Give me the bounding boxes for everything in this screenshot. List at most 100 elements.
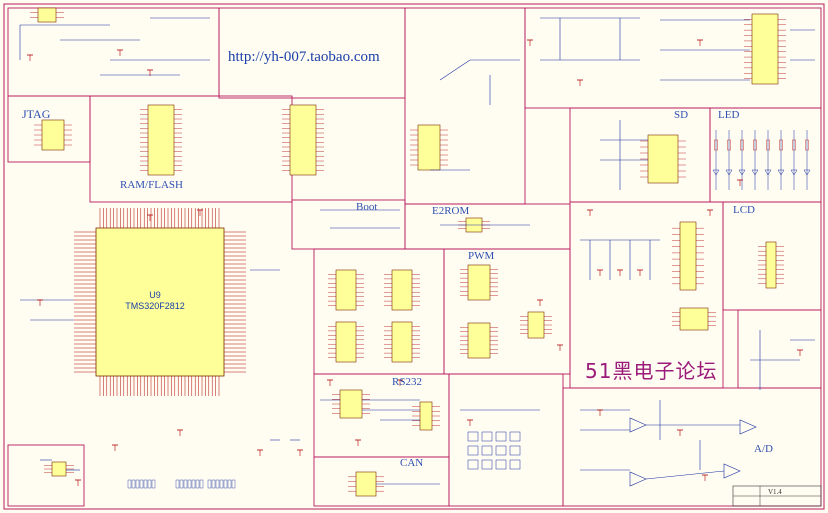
pwm-driver-2 — [467, 322, 491, 359]
section-label-jtag: JTAG — [22, 107, 51, 121]
section-border — [404, 203, 571, 250]
switch-block — [467, 445, 479, 456]
led-resistor — [753, 139, 757, 151]
led-resistor — [805, 139, 809, 151]
led-resistor — [792, 139, 796, 151]
section-border — [313, 248, 445, 375]
led-resistor — [727, 139, 731, 151]
led-symbol — [725, 169, 733, 176]
section-border — [737, 309, 822, 389]
lcd-driver — [679, 307, 709, 331]
section-label-lcd: LCD — [733, 204, 755, 216]
section-border — [404, 7, 526, 205]
pwm-driver-3 — [527, 311, 545, 339]
section-border — [443, 248, 571, 375]
sd-socket — [647, 134, 679, 184]
section-label-led: LED — [718, 109, 740, 121]
led-symbol — [751, 169, 759, 176]
header-pin — [199, 479, 204, 489]
main-chip-part: TMS320F2812 — [125, 301, 185, 311]
header-pin — [219, 479, 224, 489]
header-pin — [179, 479, 184, 489]
led-resistor — [740, 139, 744, 151]
opamp — [629, 417, 647, 433]
header-pin — [207, 479, 212, 489]
switch-block — [495, 445, 507, 456]
header-pin — [231, 479, 236, 489]
switch-block — [481, 459, 493, 470]
sram-chip — [147, 104, 175, 176]
section-label-can: CAN — [400, 457, 424, 469]
jtag-header — [41, 119, 65, 151]
header-pin — [195, 479, 200, 489]
section-border — [313, 456, 450, 507]
sheet-border — [3, 3, 825, 510]
switch-block — [481, 431, 493, 442]
section-label-pwm: PWM — [468, 250, 495, 262]
pwm-buffer-2 — [391, 269, 413, 311]
header-pin — [191, 479, 196, 489]
led-symbol — [803, 169, 811, 176]
header-pin — [147, 479, 152, 489]
led-resistor — [779, 139, 783, 151]
header-pin — [135, 479, 140, 489]
section-border — [291, 199, 406, 250]
top-right-ic — [751, 13, 779, 85]
e2rom-area-chip — [417, 124, 441, 171]
pwm-driver-1 — [467, 264, 491, 301]
header-pin — [215, 479, 220, 489]
section-border — [562, 387, 822, 507]
header-pin — [151, 479, 156, 489]
lcd-connector-row — [679, 221, 697, 291]
section-border — [709, 107, 822, 203]
header-pin — [187, 479, 192, 489]
section-label-rs232: RS232 — [392, 376, 422, 388]
header-pin — [227, 479, 232, 489]
db9-connector — [419, 401, 433, 431]
can-transceiver — [355, 471, 377, 497]
led-symbol — [738, 169, 746, 176]
switch-block — [495, 459, 507, 470]
header-pin — [183, 479, 188, 489]
power-reg — [37, 7, 57, 23]
lcd-header — [765, 241, 777, 289]
website-url: http://yh-007.taobao.com — [228, 49, 380, 65]
pwm-buffer-1 — [335, 269, 357, 311]
section-border — [7, 444, 85, 507]
header-pin — [175, 479, 180, 489]
title-block-revision: V1.4 — [768, 488, 782, 496]
switch-block — [509, 459, 521, 470]
section-label-ad: A/D — [754, 443, 773, 455]
header-pin — [127, 479, 132, 489]
led-symbol — [790, 169, 798, 176]
opamp — [629, 471, 647, 487]
section-label-ram-flash: RAM/FLASH — [120, 179, 183, 191]
led-symbol — [764, 169, 772, 176]
led-symbol — [712, 169, 720, 176]
section-label-e2rom: E2ROM — [432, 205, 470, 217]
section-border — [569, 107, 711, 203]
wire — [439, 59, 471, 81]
reg-chip — [51, 461, 67, 477]
main-chip-designator: U9 — [149, 290, 161, 300]
switch-block — [509, 431, 521, 442]
led-symbol — [777, 169, 785, 176]
header-pin — [223, 479, 228, 489]
flash-chip — [289, 104, 317, 176]
led-resistor — [714, 139, 718, 151]
switch-block — [509, 445, 521, 456]
wire — [645, 470, 725, 480]
switch-block — [467, 459, 479, 470]
header-pin — [131, 479, 136, 489]
switch-block — [481, 445, 493, 456]
pwm-buffer-4 — [391, 321, 413, 363]
switch-block — [495, 431, 507, 442]
dsp-chip-body — [95, 227, 225, 377]
section-label-sd: SD — [674, 109, 689, 121]
pwm-buffer-3 — [335, 321, 357, 363]
rs232-transceiver — [339, 389, 363, 419]
opamp — [739, 419, 757, 435]
opamp — [723, 463, 741, 479]
